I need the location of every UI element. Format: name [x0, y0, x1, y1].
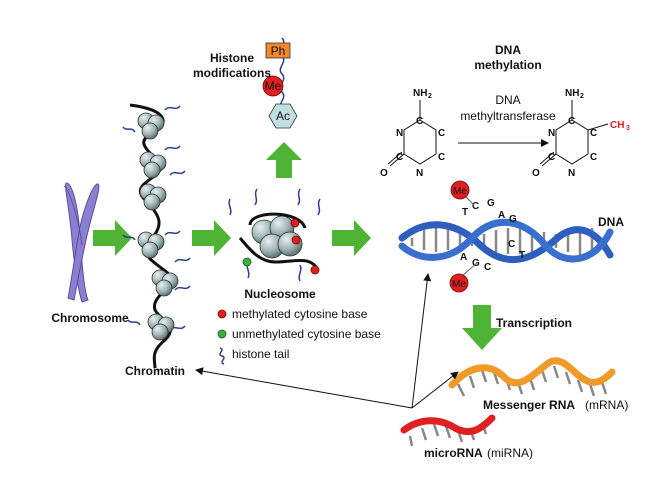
- atom-c: C: [590, 128, 597, 139]
- dna-base: T: [519, 250, 525, 261]
- dna-base: G: [487, 198, 495, 209]
- atom-n: N: [568, 168, 575, 179]
- nucleosome-detail: [228, 188, 321, 282]
- dna-base: T: [462, 207, 468, 218]
- legend-unmethylated-swatch: [217, 329, 227, 339]
- dna-base: A: [498, 210, 505, 221]
- histone-modification-chain: Ph Me Ac: [262, 37, 298, 129]
- arrow-nucleosome-to-dna: [332, 220, 371, 256]
- dna-base: C: [472, 201, 479, 212]
- microrna: [400, 414, 496, 447]
- ph-label: Ph: [271, 44, 286, 58]
- methylated-cytosine-dot: [290, 218, 300, 228]
- atom-c: C: [568, 116, 575, 127]
- mrna-label: Messenger RNA: [483, 398, 575, 412]
- nucleosome-bead: [147, 313, 175, 341]
- methyltransferase-label-line1: DNA: [495, 93, 520, 107]
- arrow-nucleosome-to-histone-modifications: [266, 142, 302, 178]
- dna-base: A: [460, 252, 467, 263]
- chromosome-icon: [63, 182, 100, 303]
- nh2-label: NH: [565, 88, 579, 99]
- atom-c: C: [396, 152, 403, 163]
- legend-histone-tail-swatch: [219, 347, 225, 365]
- messenger-rna: [448, 357, 616, 397]
- nucleosome-bead: [151, 269, 179, 297]
- dna-helix: [398, 218, 614, 264]
- dna-bases-top: T C G A G: [462, 198, 517, 225]
- methyltransferase-label-line2: methyltransferase: [460, 109, 556, 123]
- chromatin-label: Chromatin: [125, 364, 185, 378]
- ch3-subscript: 3: [626, 125, 630, 132]
- atom-n: N: [396, 128, 403, 139]
- nucleosome-bead: [137, 231, 165, 259]
- dna-base: C: [484, 262, 491, 273]
- nucleosome-bead: [137, 112, 165, 140]
- mirna-label: microRNA: [424, 446, 483, 460]
- atom-o: O: [380, 168, 388, 179]
- histone-modifications-title-line1: Histone: [210, 51, 254, 65]
- chromatin-nucleosomes: [137, 112, 179, 341]
- me-label: Me: [452, 279, 466, 290]
- nh2-subscript: 2: [428, 93, 432, 100]
- legend: methylated cytosine base unmethylated cy…: [217, 307, 381, 365]
- legend-methylated-swatch: [217, 309, 227, 319]
- dna-methylation-title-line2: methylation: [474, 58, 541, 72]
- nucleosome-bead: [139, 151, 167, 179]
- dna-methylation-title-line1: DNA: [495, 43, 521, 57]
- chromosome-label: Chromosome: [51, 311, 129, 325]
- methylcytosine-molecule: NH 2 C N C C C N O CH 3: [532, 88, 630, 179]
- dna-base: C: [508, 239, 515, 250]
- mirna-regulation-arrows: [195, 273, 459, 409]
- arrow-chromatin-to-nucleosome: [192, 220, 231, 256]
- atom-c: C: [590, 152, 597, 163]
- dna-methyl-mark-top: Me: [450, 180, 475, 206]
- ch3-label: CH: [610, 120, 624, 131]
- methylation-icon: [262, 75, 284, 97]
- me-label: Me: [265, 79, 282, 93]
- atom-c: C: [416, 116, 423, 127]
- atom-c: C: [438, 152, 445, 163]
- legend-histone-tail-label: histone tail: [232, 347, 289, 361]
- nucleosome-bead: [139, 183, 167, 211]
- nh2-label: NH: [413, 88, 427, 99]
- dna-base: G: [509, 214, 517, 225]
- atom-c: C: [548, 152, 555, 163]
- atom-n: N: [548, 128, 555, 139]
- legend-unmethylated-label: unmethylated cytosine base: [232, 327, 381, 341]
- methylated-cytosine-dot: [310, 265, 320, 275]
- atom-c: C: [438, 128, 445, 139]
- dna-label: DNA: [598, 215, 624, 229]
- phosphorylation-icon: [265, 42, 291, 59]
- acetylation-icon: [268, 103, 298, 129]
- transcription-label: Transcription: [496, 316, 572, 330]
- atom-o: O: [532, 168, 540, 179]
- legend-methylated-label: methylated cytosine base: [232, 307, 368, 321]
- cytosine-molecule: NH 2 C N C C C N O: [380, 88, 445, 179]
- arrow-chromosome-to-chromatin: [93, 220, 132, 256]
- mirna-abbr: (miRNA): [487, 446, 533, 460]
- arrow-transcription: [462, 305, 502, 350]
- dna-methyl-mark-bottom: Me: [449, 261, 479, 293]
- atom-n: N: [416, 168, 423, 179]
- unmethylated-cytosine-dot: [242, 257, 252, 267]
- me-label: Me: [453, 186, 467, 197]
- nucleosome-label: Nucleosome: [244, 287, 316, 301]
- mrna-abbr: (mRNA): [585, 398, 628, 412]
- ac-label: Ac: [276, 109, 290, 123]
- histone-modifications-title-line2: modifications: [193, 66, 271, 80]
- methylated-cytosine-dot: [291, 235, 301, 245]
- nh2-subscript: 2: [580, 93, 584, 100]
